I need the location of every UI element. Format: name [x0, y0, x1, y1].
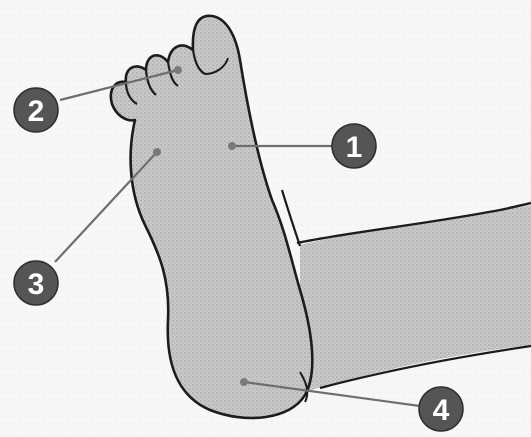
- target-dot-1: [228, 142, 236, 150]
- target-dot-2: [174, 66, 182, 74]
- callout-2: 2: [14, 88, 58, 132]
- target-dot-4: [240, 378, 248, 386]
- callout-3-label: 3: [28, 268, 45, 301]
- callout-1: 1: [332, 124, 376, 168]
- callout-3: 3: [14, 261, 58, 305]
- callout-2-label: 2: [28, 95, 45, 128]
- callout-4-label: 4: [433, 394, 450, 427]
- target-dot-3: [153, 148, 161, 156]
- callout-1-label: 1: [346, 131, 363, 164]
- callout-4: 4: [419, 387, 463, 431]
